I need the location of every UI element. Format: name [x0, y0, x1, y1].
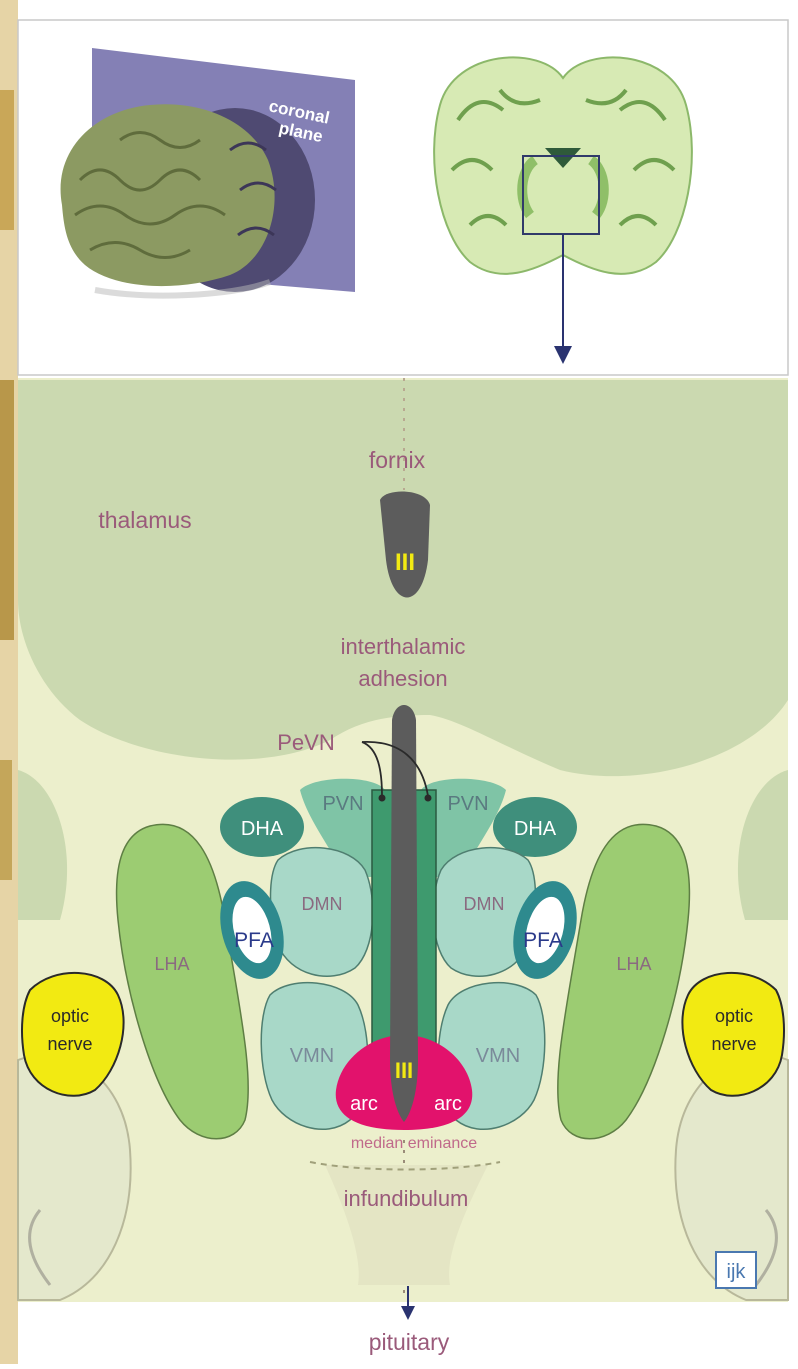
label-vmn-left: VMN: [290, 1045, 334, 1067]
label-pituitary: pituitary: [369, 1329, 450, 1355]
label-optic-right-line1: optic: [715, 1006, 753, 1026]
label-dmn-right: DMN: [464, 894, 505, 914]
label-dha-left: DHA: [241, 818, 284, 840]
label-dmn-left: DMN: [302, 894, 343, 914]
label-vmn-right: VMN: [476, 1045, 520, 1067]
label-third-ventricle-lower: III: [395, 1058, 413, 1083]
pevn-dot-right: [425, 795, 432, 802]
label-third-ventricle-upper: III: [395, 549, 415, 576]
pevn-dot-left: [379, 795, 386, 802]
label-lha-right: LHA: [616, 954, 651, 974]
label-interthalamic-line2: adhesion: [358, 666, 447, 691]
label-dha-right: DHA: [514, 818, 557, 840]
label-median-eminence: median eminance: [351, 1135, 477, 1152]
label-infundibulum: infundibulum: [344, 1186, 469, 1211]
label-pfa-right: PFA: [523, 929, 563, 952]
label-arc-left: arc: [350, 1093, 378, 1115]
label-thalamus: thalamus: [98, 507, 191, 533]
left-edge-shade: [0, 90, 14, 230]
label-optic-right-line2: nerve: [711, 1034, 756, 1054]
label-pevn: PeVN: [277, 730, 334, 755]
label-pvn-left: PVN: [322, 793, 363, 815]
label-pfa-left: PFA: [234, 929, 274, 952]
label-fornix: fornix: [369, 447, 426, 473]
label-optic-left-line2: nerve: [47, 1034, 92, 1054]
label-arc-right: arc: [434, 1093, 462, 1115]
label-credit: ijk: [727, 1261, 747, 1283]
left-edge-shade: [0, 380, 14, 640]
label-interthalamic-line1: interthalamic: [341, 634, 466, 659]
label-lha-left: LHA: [154, 954, 189, 974]
label-optic-left-line1: optic: [51, 1006, 89, 1026]
label-pvn-right: PVN: [447, 793, 488, 815]
left-edge-shade: [0, 760, 12, 880]
brain-lateral-view: [61, 104, 315, 295]
